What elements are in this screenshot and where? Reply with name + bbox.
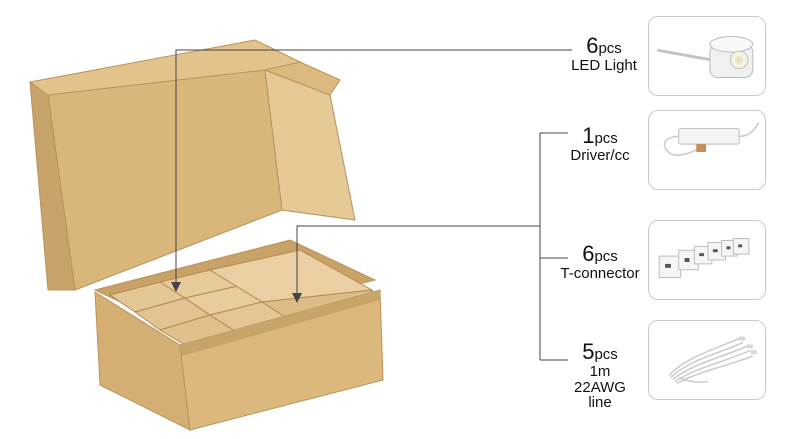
item-unit: pcs <box>598 40 622 57</box>
cable-icon <box>668 336 757 385</box>
item-name: Driver/cc <box>570 146 630 164</box>
thumb-cable <box>648 320 766 400</box>
driver-icon <box>663 122 760 156</box>
item-name: T-connector <box>560 264 640 282</box>
item-unit: pcs <box>594 130 618 147</box>
t-connector-icon <box>658 238 750 279</box>
item-qty: 5 <box>582 339 595 364</box>
item-qty: 6 <box>582 241 595 266</box>
led-light-icon <box>657 36 754 78</box>
item-unit: pcs <box>594 346 618 363</box>
item-qty: 6 <box>586 33 599 58</box>
thumb-t-connector <box>648 220 766 300</box>
item-label-led-light: 6pcs LED Light <box>556 34 652 74</box>
compartments <box>108 249 376 349</box>
item-label-t-connector: 6pcs T-connector <box>548 242 652 282</box>
item-label-cable: 5pcs 1m 22AWG line <box>548 340 652 411</box>
item-qty: 1 <box>582 123 595 148</box>
item-name: 1m 22AWG line <box>574 362 626 412</box>
thumb-led-light <box>648 16 766 96</box>
item-label-driver: 1pcs Driver/cc <box>552 124 648 164</box>
box-illustration <box>29 39 384 431</box>
item-name: LED Light <box>571 56 637 74</box>
thumb-driver <box>648 110 766 190</box>
item-unit: pcs <box>594 248 618 265</box>
